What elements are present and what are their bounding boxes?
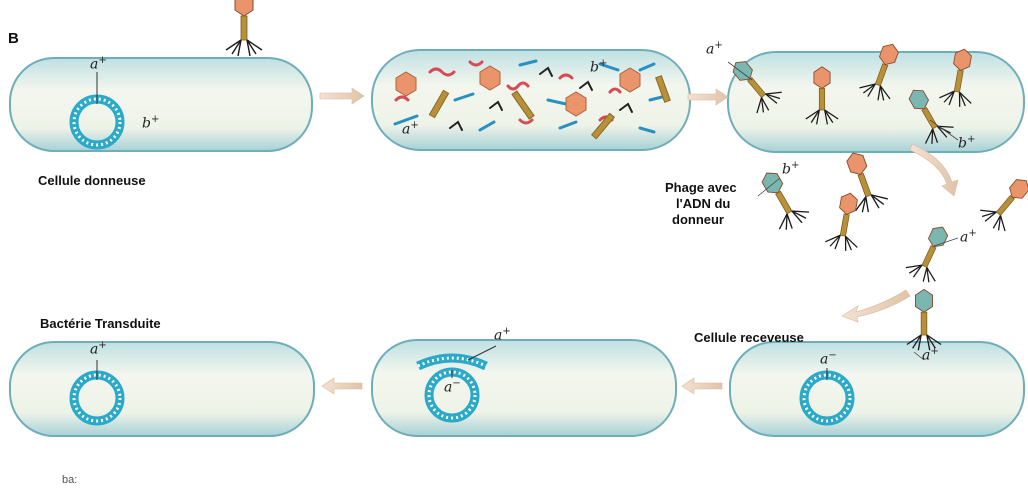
panel-letter: B — [8, 30, 19, 47]
gene-a-plus-transduced: a+ — [90, 340, 107, 358]
arrow-lysis-to-assembly — [688, 89, 728, 105]
gene-a-minus-recombining: a− — [444, 378, 461, 396]
gene-a-plus-donor: a+ — [90, 55, 107, 73]
phage-released-4 — [977, 170, 1028, 235]
phage-label-line2: l'ADN du — [676, 196, 730, 211]
gene-a-minus-recipient: a− — [820, 350, 837, 368]
phage-released-5 — [904, 220, 958, 286]
recombining-cell — [372, 340, 676, 436]
recipient-cell-label: Cellule receveuse — [694, 330, 804, 345]
arrow-donor-to-lysis — [320, 88, 364, 104]
arrow-to-recipient — [842, 290, 910, 322]
donor-cell — [10, 58, 312, 151]
gene-a-plus-released: a+ — [960, 228, 977, 246]
phage-label-line1: Phage avec — [665, 180, 737, 195]
gene-a-plus-recipient: a+ — [922, 346, 939, 364]
gene-a-plus-assembly: a+ — [706, 40, 723, 58]
arrow-recipient-to-recombination — [682, 378, 722, 394]
phage-label-line3: donneur — [672, 212, 724, 227]
gene-b-plus-released: b+ — [782, 160, 799, 178]
lysing-cell — [372, 50, 690, 150]
gene-a-plus-recombining: a+ — [494, 326, 511, 344]
gene-b-plus-donor: b+ — [142, 114, 159, 132]
phage-released-3 — [824, 190, 866, 252]
arrow-recombination-to-transduced — [322, 378, 362, 394]
gene-b-plus-assembly: b+ — [958, 134, 975, 152]
gene-b-plus-lysis: b+ — [590, 58, 607, 76]
gene-a-plus-lysis: a+ — [402, 120, 419, 138]
phage-assembly-cell — [728, 52, 1024, 152]
transduced-cell — [10, 342, 314, 436]
donor-cell-label: Cellule donneuse — [38, 173, 146, 188]
phage-infecting-donor — [226, 0, 262, 56]
transduced-cell-label: Bactérie Transduite — [40, 316, 161, 331]
recipient-cell — [730, 342, 1024, 436]
cropped-text: ba: — [62, 474, 77, 486]
